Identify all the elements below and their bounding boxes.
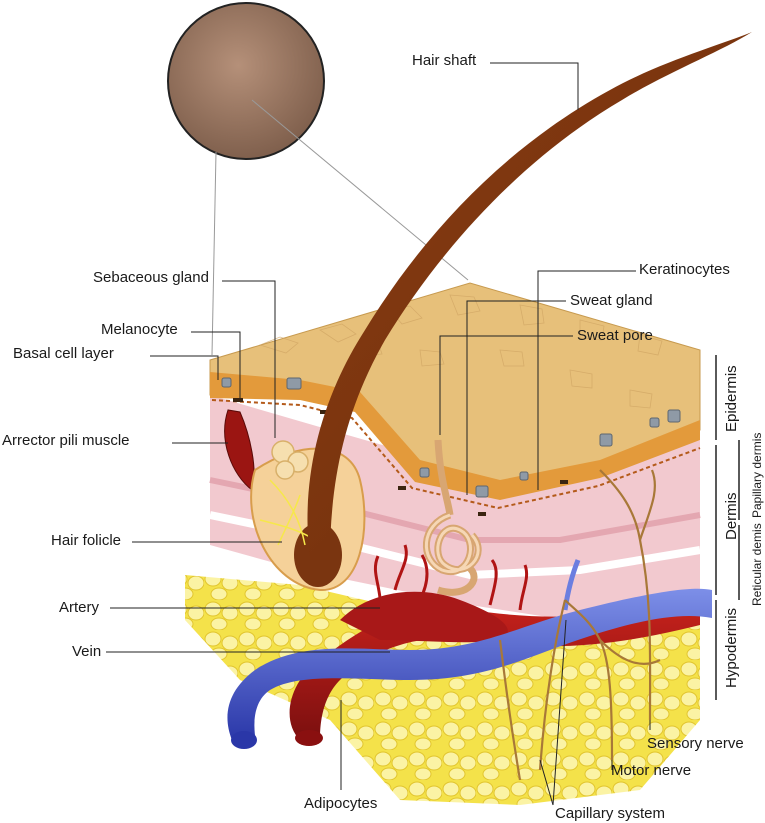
vein-branch — [562, 559, 581, 611]
artery-upper — [340, 591, 508, 643]
label-sebaceous-gland: Sebaceous gland — [93, 269, 209, 286]
nerves — [498, 469, 661, 781]
layer-brackets — [715, 355, 740, 700]
magnifier-line-left — [211, 151, 217, 356]
label-capillary-system: Capillary system — [555, 805, 666, 822]
label-motor-nerve: Motor nerve — [611, 762, 692, 779]
label-sweat-gland: Sweat gland — [570, 292, 653, 309]
label-artery: Artery — [59, 599, 100, 616]
artery-end — [295, 730, 323, 746]
basal-layer-line — [211, 399, 701, 510]
keratinocyte-cells — [221, 377, 681, 498]
melanocytes — [233, 398, 568, 516]
label-hair-shaft: Hair shaft — [412, 52, 477, 69]
magnified-skin-circle — [167, 2, 325, 160]
label-hair-folicle: Hair folicle — [51, 532, 122, 549]
hair-shaft — [307, 32, 752, 560]
label-papillary-dermis: Papillary dermis — [750, 432, 764, 518]
label-reticular-dermis: Reticular demis — [750, 523, 764, 606]
vein-end — [231, 731, 257, 749]
label-keratinocytes: Keratinocytes — [639, 261, 730, 278]
sweat-gland-inner — [425, 513, 480, 574]
label-sweat-pore: Sweat pore — [577, 327, 653, 344]
label-basal-cell-layer: Basal cell layer — [13, 345, 114, 362]
label-epidermis: Epidermis — [723, 365, 740, 432]
surface-texture — [258, 294, 663, 409]
sebaceous-gland — [271, 440, 309, 480]
hypodermis-fat — [185, 575, 700, 805]
label-vein: Vein — [72, 643, 102, 660]
label-melanocyte: Melanocyte — [101, 321, 178, 338]
label-hypodermis: Hypodermis — [723, 607, 740, 688]
leader-lines — [106, 62, 651, 806]
label-arrector-pili-muscle: Arrector pili muscle — [2, 432, 130, 449]
label-dermis: Dermis — [723, 492, 740, 541]
label-sensory-nerve: Sensory nerve — [647, 735, 744, 752]
label-adipocytes: Adipocytes — [304, 795, 378, 812]
